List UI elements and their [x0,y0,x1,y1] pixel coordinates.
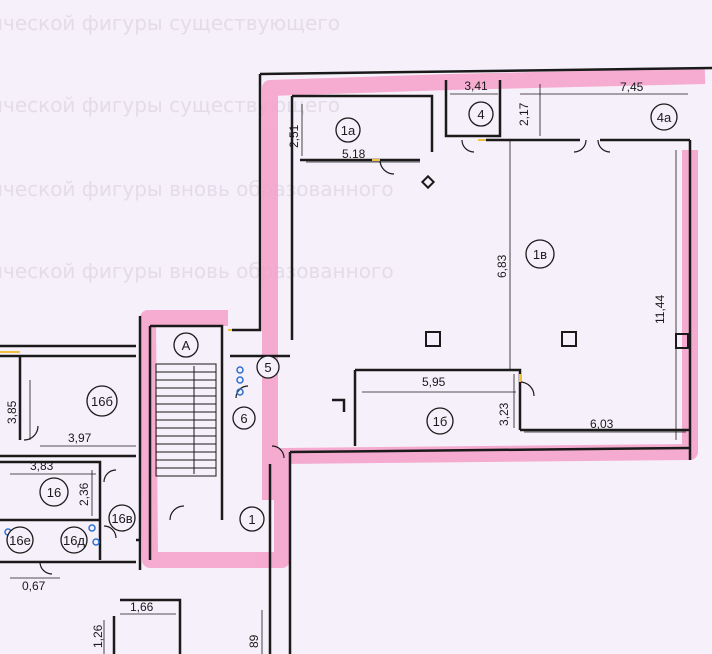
room-label: 6 [240,411,247,426]
room-label: А [182,338,191,353]
room-marker [60,526,88,554]
room-marker [108,504,136,532]
room-markers [6,101,678,554]
room-label: 5 [264,360,271,375]
dimension-label: 7,45 [620,80,644,94]
stairs [155,363,217,477]
watermark-line: ической фигуры вновь образованного [0,259,394,283]
dimension-label: 3,85 [5,400,19,424]
walls [0,66,712,654]
room-label: 16е [9,533,31,548]
room-label: 1а [341,123,356,138]
watermark-line: ической фигуры существующего [0,93,340,117]
dimension-labels: 2,51 5.18 3,41 2,17 7,45 6,83 11,44 5,95… [5,79,667,648]
room-label: 1б [433,414,448,429]
sanitary-fixtures [4,366,244,546]
highlight-boundary [140,68,706,568]
room-marker [335,117,361,143]
room-label: 16д [63,533,85,548]
dimension-label: 1,66 [130,600,154,614]
dimension-label: 1,26 [91,624,105,648]
dimension-label: 5,95 [422,375,446,389]
columns [420,174,689,349]
dimension-label: 3,23 [497,402,511,426]
dimension-label: 6,03 [590,417,614,431]
dimension-label: 6,83 [495,254,509,278]
room-marker [86,385,118,417]
room-label: 4а [657,110,672,125]
dimension-label: 3,41 [464,79,488,93]
room-label: 4 [477,107,484,122]
watermark-line: ической фигуры вновь образованного [0,177,394,201]
dimension-label: 2,17 [517,102,531,126]
dimension-label: 5.18 [342,147,366,161]
room-label: 16б [91,394,113,409]
watermark-text: ической фигуры существующего ической фиг… [0,11,394,283]
room-marker [468,101,494,127]
dimension-label: 11,44 [653,295,667,324]
watermark-line: ической фигуры существующего [0,11,340,35]
room-marker [239,506,265,532]
room-label: 16в [111,511,132,526]
room-marker [232,406,256,430]
room-label: 16 [47,485,61,500]
dimension-label: 89 [247,634,261,648]
room-label: 1 [248,512,255,527]
room-label: 1в [533,247,547,262]
dimension-lines [10,84,688,654]
room-marker [173,332,199,358]
room-marker [525,239,555,269]
room-marker [6,526,34,554]
door-marks [0,139,521,382]
dimension-label: 3,83 [30,459,54,473]
dimension-label: 3,97 [68,431,92,445]
dimension-label: 2,51 [287,124,301,148]
room-marker [426,407,454,435]
room-marker [39,477,69,507]
room-labels: 1а 4 4а 1в 1б А 5 6 1 16б 16 16в 16е 16д [9,107,672,548]
dimension-label: 2,36 [77,482,91,506]
room-marker [256,355,280,379]
dimension-label: 0,67 [22,579,46,593]
room-marker [650,103,678,131]
